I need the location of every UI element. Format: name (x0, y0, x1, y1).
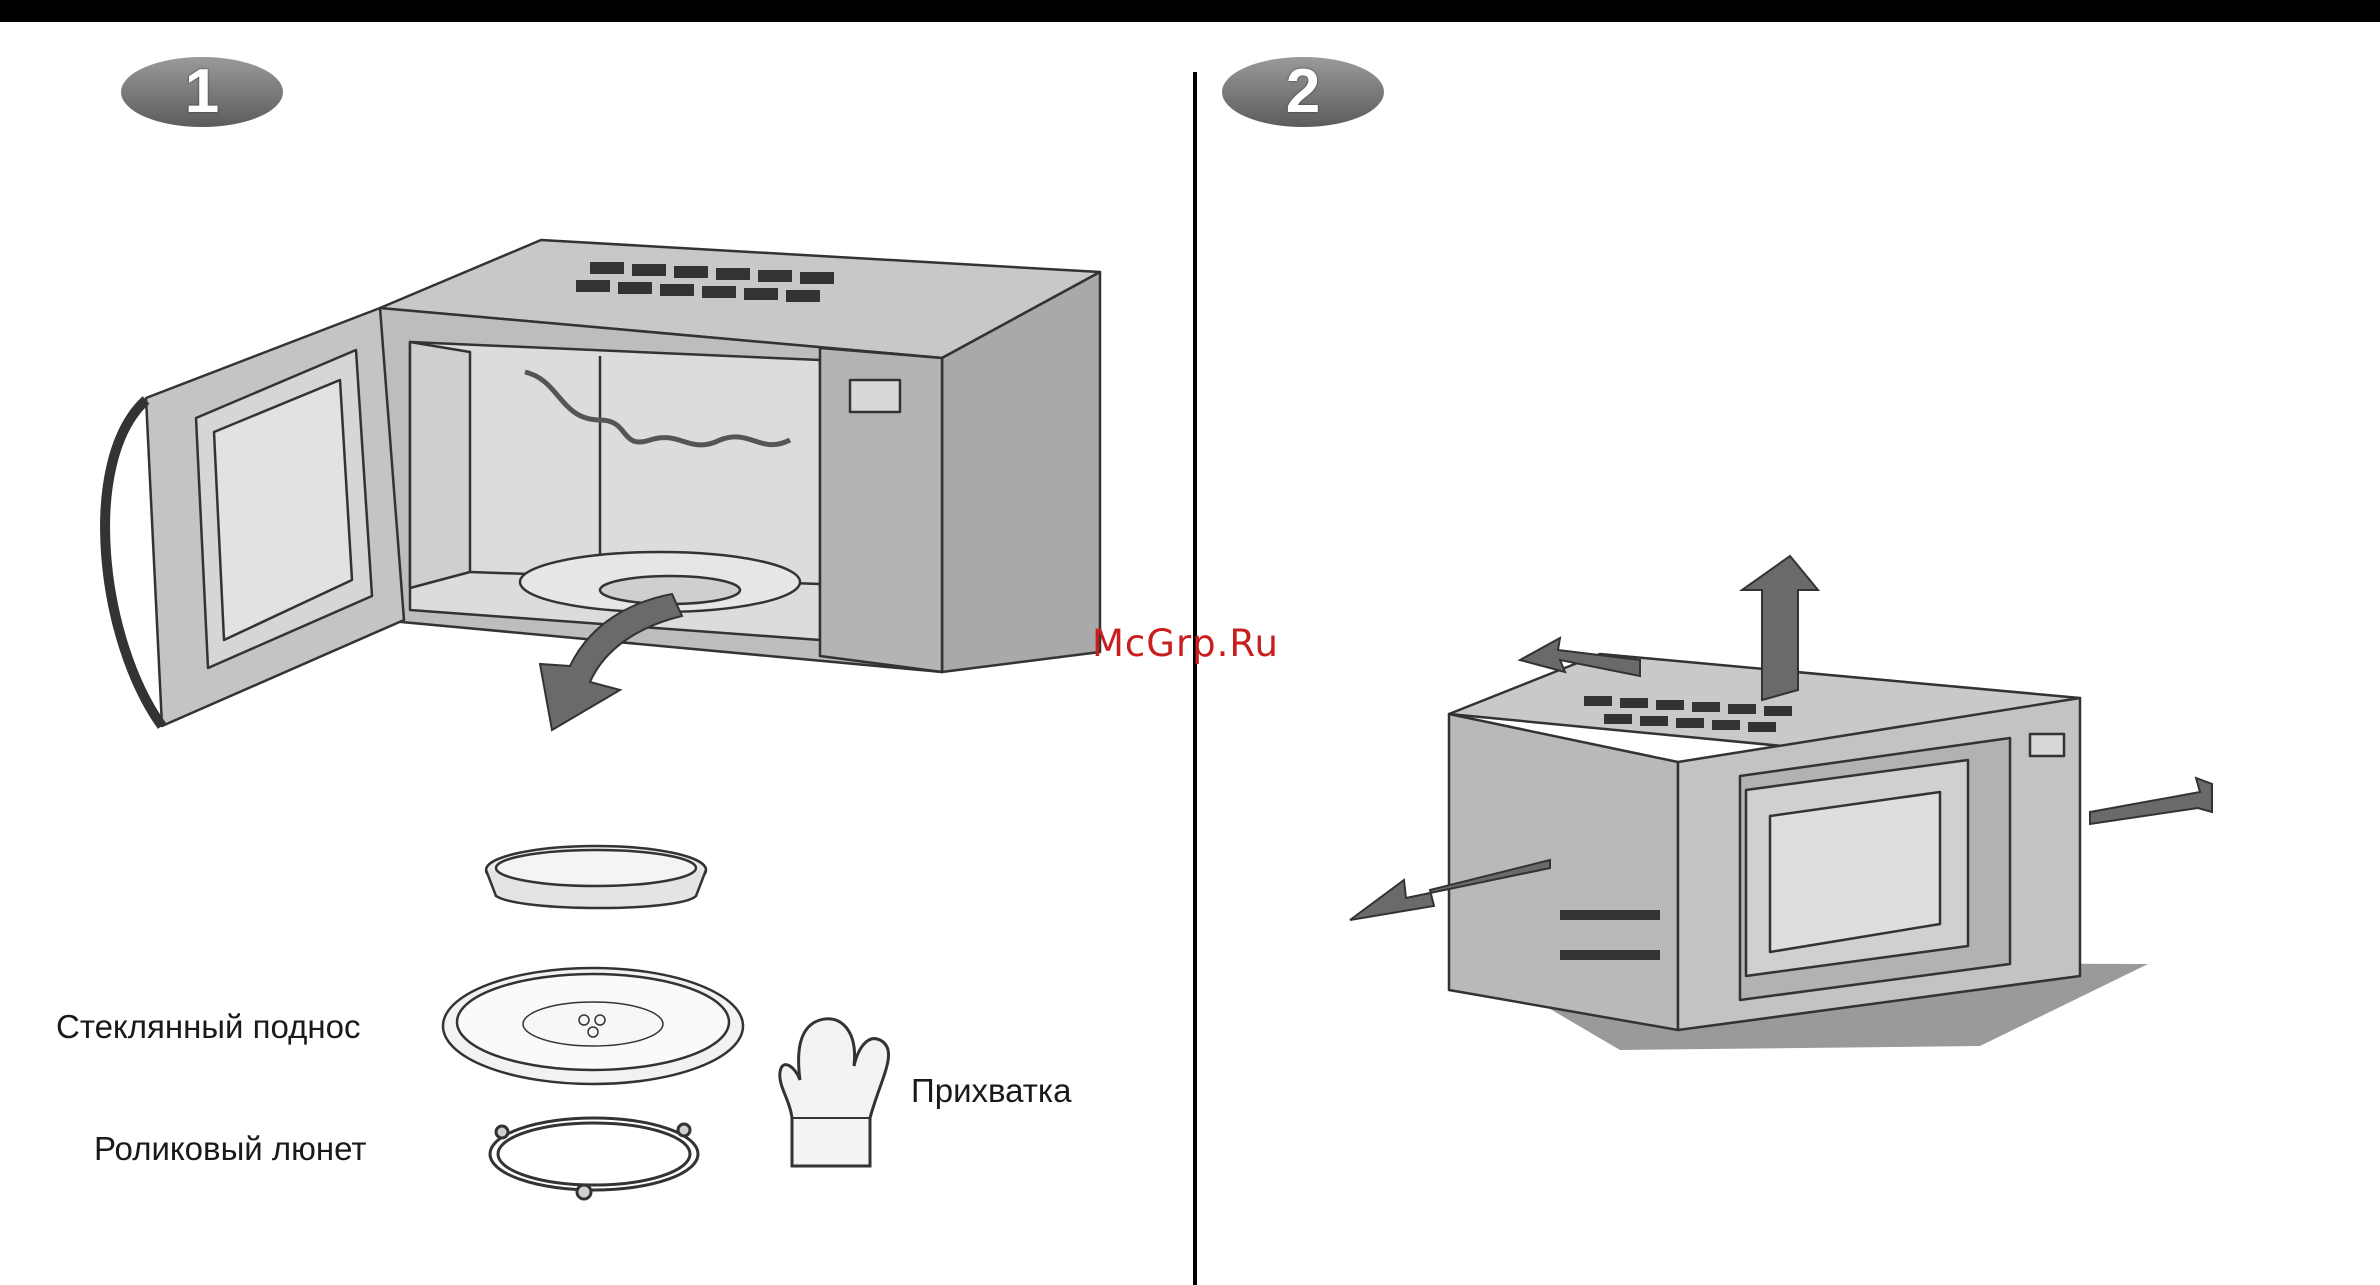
oven-mitt-label: Прихватка (911, 1072, 1071, 1110)
roller-ring-label: Роликовый люнет (94, 1130, 367, 1168)
watermark-text: McGrp.Ru (1092, 622, 1279, 665)
glass-tray (443, 968, 743, 1084)
roller-ring (490, 1118, 698, 1199)
closed-microwave-illustration (1449, 654, 2080, 1030)
oven-mitt-icon (780, 1019, 889, 1166)
tray-dish (486, 846, 706, 908)
glass-tray-label: Стеклянный поднос (56, 1008, 360, 1046)
